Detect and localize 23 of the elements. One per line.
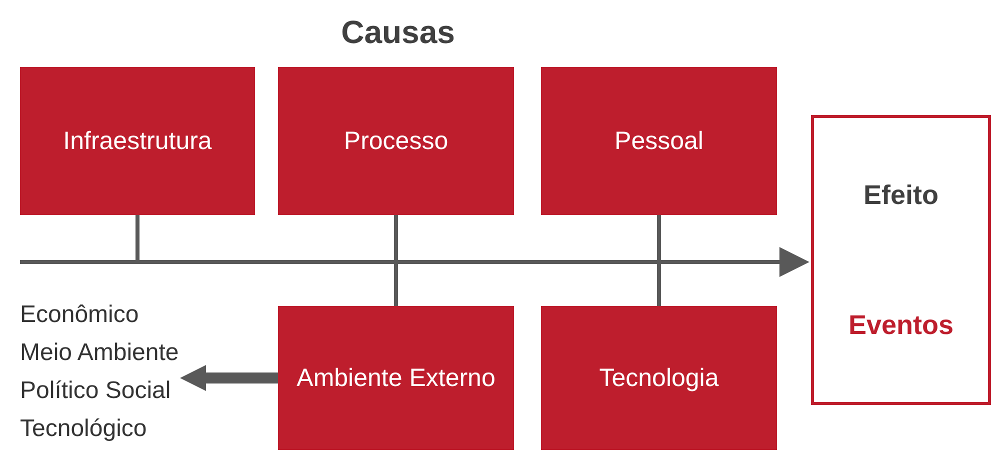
- box-label: Tecnologia: [599, 363, 719, 394]
- list-item: Meio Ambiente: [20, 338, 179, 368]
- box-label: Infraestrutura: [63, 126, 212, 157]
- arrow: [20, 247, 810, 277]
- cause-box: [278, 67, 514, 215]
- effect-box: [811, 115, 991, 405]
- cause-box: [20, 67, 255, 215]
- arrow: [180, 365, 278, 391]
- cause-box: [278, 306, 514, 450]
- cause-box: [541, 306, 777, 450]
- connector-line: [657, 215, 661, 306]
- list-item: Econômico: [20, 300, 139, 330]
- cause-box: [541, 67, 777, 215]
- effect-heading: Efeito: [863, 178, 938, 212]
- connector-line: [394, 215, 398, 306]
- box-label: Ambiente Externo: [296, 363, 496, 394]
- box-label: Processo: [344, 126, 448, 157]
- box-label: Pessoal: [614, 126, 704, 157]
- connector-line: [136, 215, 140, 262]
- effect-label: Eventos: [848, 309, 954, 342]
- title: Causas: [340, 13, 456, 52]
- list-item: Político Social: [20, 376, 171, 406]
- list-item: Tecnológico: [20, 414, 147, 444]
